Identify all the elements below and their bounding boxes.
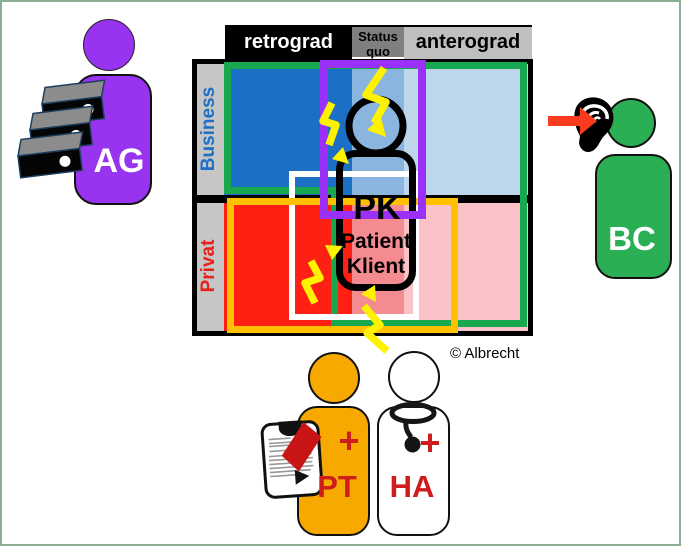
red-arrow-icon [548,107,597,135]
ha-figure-body [377,406,450,536]
pt-label: PT [317,469,357,504]
column-header-anterograd: anterograd [404,25,532,59]
klient-label: Klient [346,255,406,278]
ha-label: HA [389,469,435,504]
ag-figure-body [74,74,152,205]
row-label-business: Business [198,86,219,172]
patient-label: Patient [340,230,411,253]
bc-figure-body [595,154,672,279]
row-label-privat: Privat [198,239,219,293]
ha-figure-head [388,351,440,403]
ag-figure-head [83,19,135,71]
column-header-retrograd: retrograd [225,25,352,59]
bc-label: BC [608,220,656,257]
ha-plus-sign: + [419,422,441,463]
copyright-text: © Albrecht [450,345,520,362]
pt-plus-sign: + [338,420,360,461]
ag-label: AG [93,142,145,180]
column-header-status-quo: Status quo [352,25,404,59]
pk-abbr-label: PK [353,189,401,227]
bc-figure-head [606,98,656,148]
pt-figure-head [308,352,360,404]
